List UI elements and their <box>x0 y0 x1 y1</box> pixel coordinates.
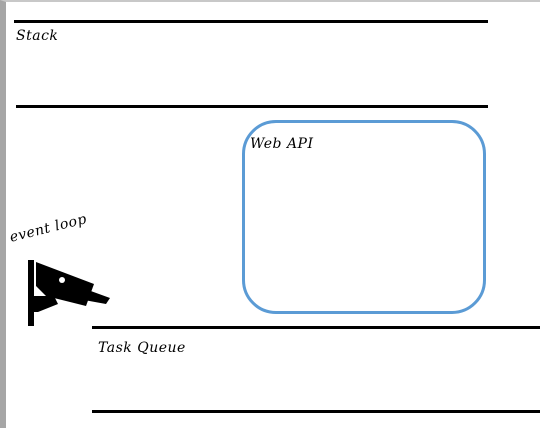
security-camera-icon <box>28 260 110 326</box>
event-loop-label: event loop <box>8 211 89 246</box>
task-queue-top-line <box>92 326 540 329</box>
stack-top-line <box>14 20 488 23</box>
stack-bottom-line <box>16 105 488 108</box>
task-queue-bottom-line <box>92 410 540 413</box>
web-api-box <box>242 120 486 314</box>
stack-label: Stack <box>16 28 59 44</box>
task-queue-label: Task Queue <box>98 340 186 356</box>
web-api-label: Web API <box>250 136 314 152</box>
